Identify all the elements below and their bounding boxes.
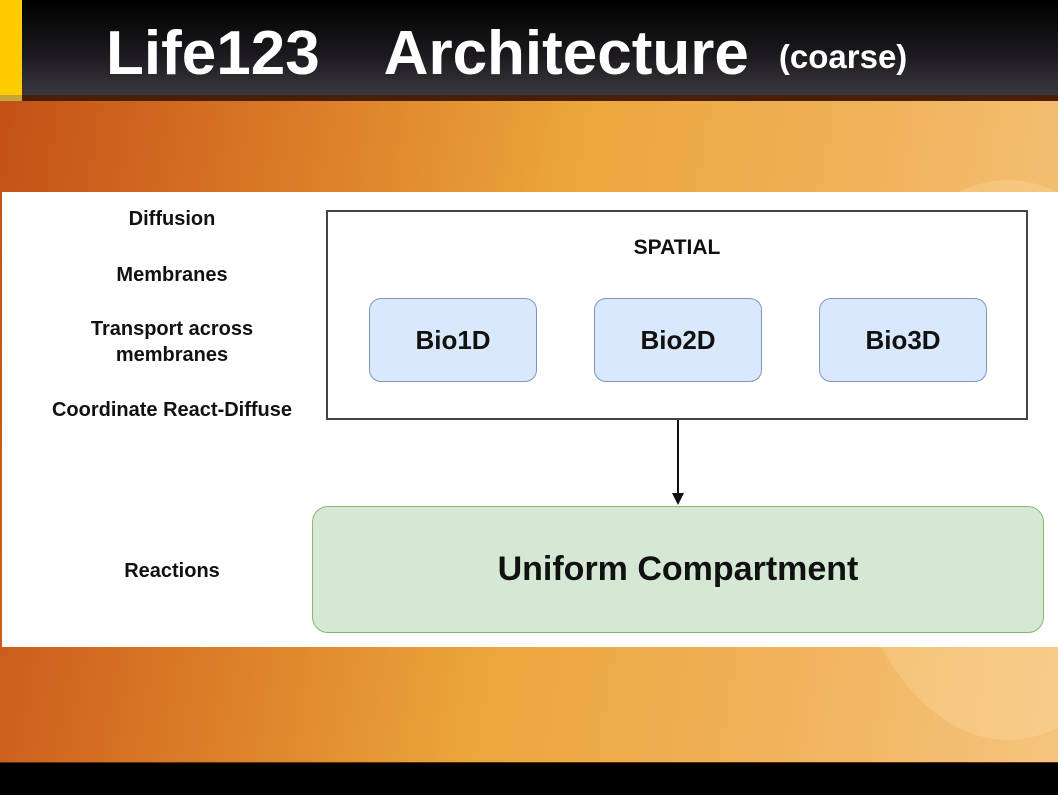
module-bio3d: Bio3D bbox=[819, 298, 987, 382]
header-bar bbox=[0, 0, 1058, 101]
architecture-diagram: Diffusion Membranes Transport across mem… bbox=[2, 192, 1058, 647]
arrow-down-icon bbox=[672, 493, 684, 505]
spatial-container: SPATIAL Bio1D Bio2D Bio3D bbox=[326, 210, 1028, 420]
title-name: Life123 bbox=[106, 19, 320, 88]
module-bio1d: Bio1D bbox=[369, 298, 537, 382]
accent-tab bbox=[0, 0, 22, 101]
bottom-bar bbox=[0, 762, 1058, 795]
label-diffusion: Diffusion bbox=[128, 208, 216, 230]
label-reactions: Reactions bbox=[124, 560, 220, 582]
label-coordinate-react-diffuse: Coordinate React-Diffuse bbox=[51, 399, 293, 421]
title-architecture: Architecture bbox=[383, 19, 749, 88]
label-transport: Transport across membranes bbox=[90, 318, 254, 366]
slide-title: Life123 Architecture (coarse) bbox=[106, 18, 907, 93]
title-subtitle: (coarse) bbox=[778, 38, 908, 75]
spatial-title: SPATIAL bbox=[633, 236, 721, 259]
uniform-compartment: Uniform Compartment bbox=[312, 506, 1044, 633]
module-bio2d: Bio2D bbox=[594, 298, 762, 382]
label-membranes: Membranes bbox=[116, 264, 228, 286]
connector-arrow-line bbox=[677, 420, 679, 498]
